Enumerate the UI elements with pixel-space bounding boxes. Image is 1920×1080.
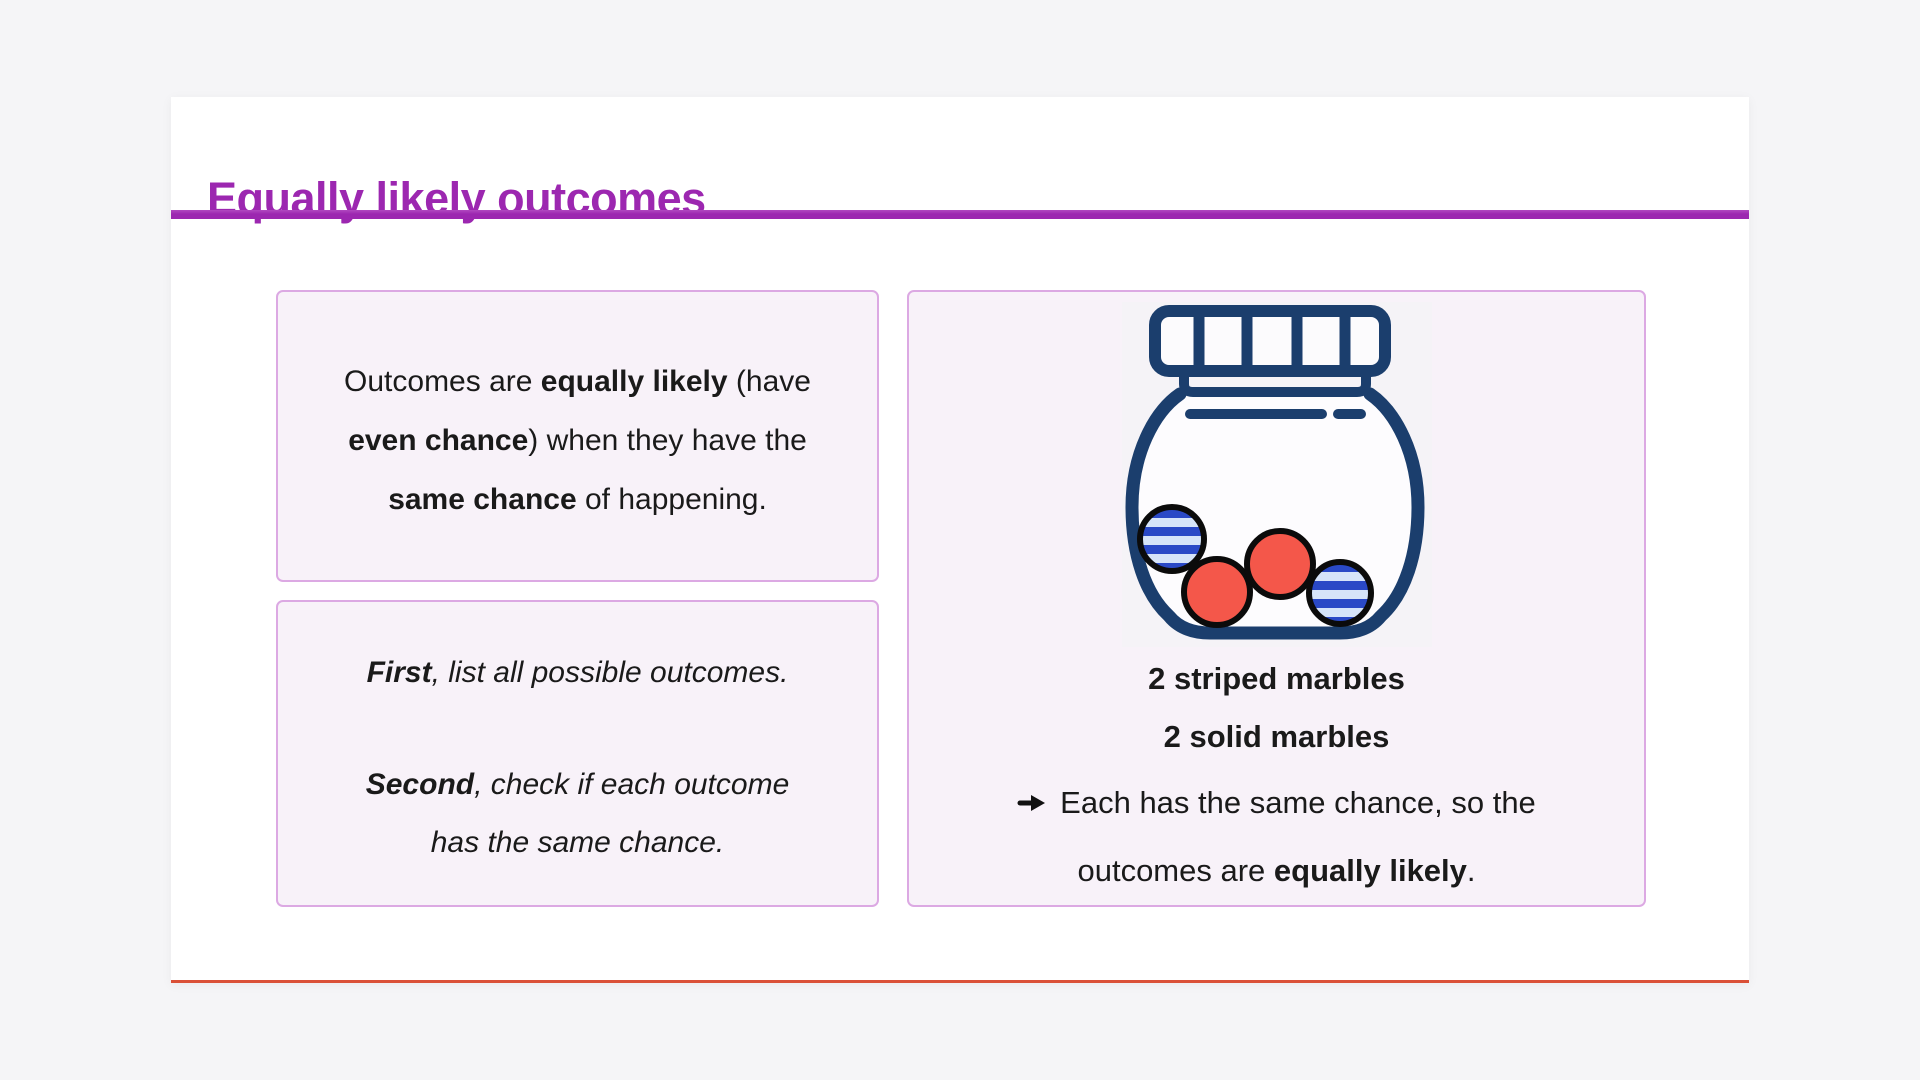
text-run: .: [1466, 853, 1476, 888]
solid-marble-icon: [1243, 528, 1316, 600]
definition-line-1: Outcomes are equally likely (have: [278, 352, 877, 411]
example-box: 2 striped marbles 2 solid marbles Each h…: [907, 290, 1646, 907]
step-2-line-1: Second, check if each outcome: [278, 756, 877, 814]
jar-with-marbles-icon: [1125, 305, 1424, 640]
text-run: Each has the same chance, so the: [1060, 785, 1536, 820]
text-run-bold: Second: [365, 767, 475, 801]
text-run-bold: First: [366, 655, 432, 689]
text-run-bold: equally likely: [1273, 853, 1467, 888]
steps-box: First, list all possible outcomes. Secon…: [276, 600, 879, 907]
step-2-line-2: has the same chance.: [278, 814, 877, 872]
text-run: of happening.: [576, 482, 767, 516]
striped-marble-icon: [1136, 504, 1207, 574]
text-run: outcomes are: [1077, 853, 1274, 888]
text-run: , check if each outcome: [474, 767, 790, 801]
text-run: (have: [727, 364, 811, 398]
text-run-bold: even chance: [348, 423, 529, 457]
right-arrow-icon: [1017, 795, 1046, 811]
title-underline: [171, 210, 1749, 219]
text-run-bold: same chance: [388, 482, 577, 516]
striped-marble-count: 2 striped marbles: [1148, 661, 1405, 696]
jar-lid: [1148, 305, 1391, 377]
text-run: ) when they have the: [528, 423, 807, 457]
conclusion-line-2: outcomes are equally likely.: [1077, 853, 1475, 889]
lesson-card: Equally likely outcomes Outcomes are equ…: [171, 97, 1749, 983]
text-run-bold: equally likely: [540, 364, 728, 398]
text-run: , list all possible outcomes.: [431, 655, 789, 689]
jar-rim: [1178, 371, 1371, 397]
jar-illustration: [1121, 302, 1432, 647]
solid-marble-count: 2 solid marbles: [1163, 719, 1390, 754]
step-1-line: First, list all possible outcomes.: [278, 644, 877, 702]
steps-spacer: [278, 702, 877, 756]
definition-box: Outcomes are equally likely (have even c…: [276, 290, 879, 582]
solid-marble-icon: [1180, 556, 1253, 628]
definition-line-3: same chance of happening.: [278, 470, 877, 529]
text-run: Outcomes are: [344, 364, 541, 398]
text-run: has the same chance.: [430, 825, 725, 859]
conclusion-line-1: Each has the same chance, so the: [1017, 785, 1536, 821]
striped-marble-icon: [1305, 559, 1374, 627]
definition-line-2: even chance) when they have the: [278, 411, 877, 470]
